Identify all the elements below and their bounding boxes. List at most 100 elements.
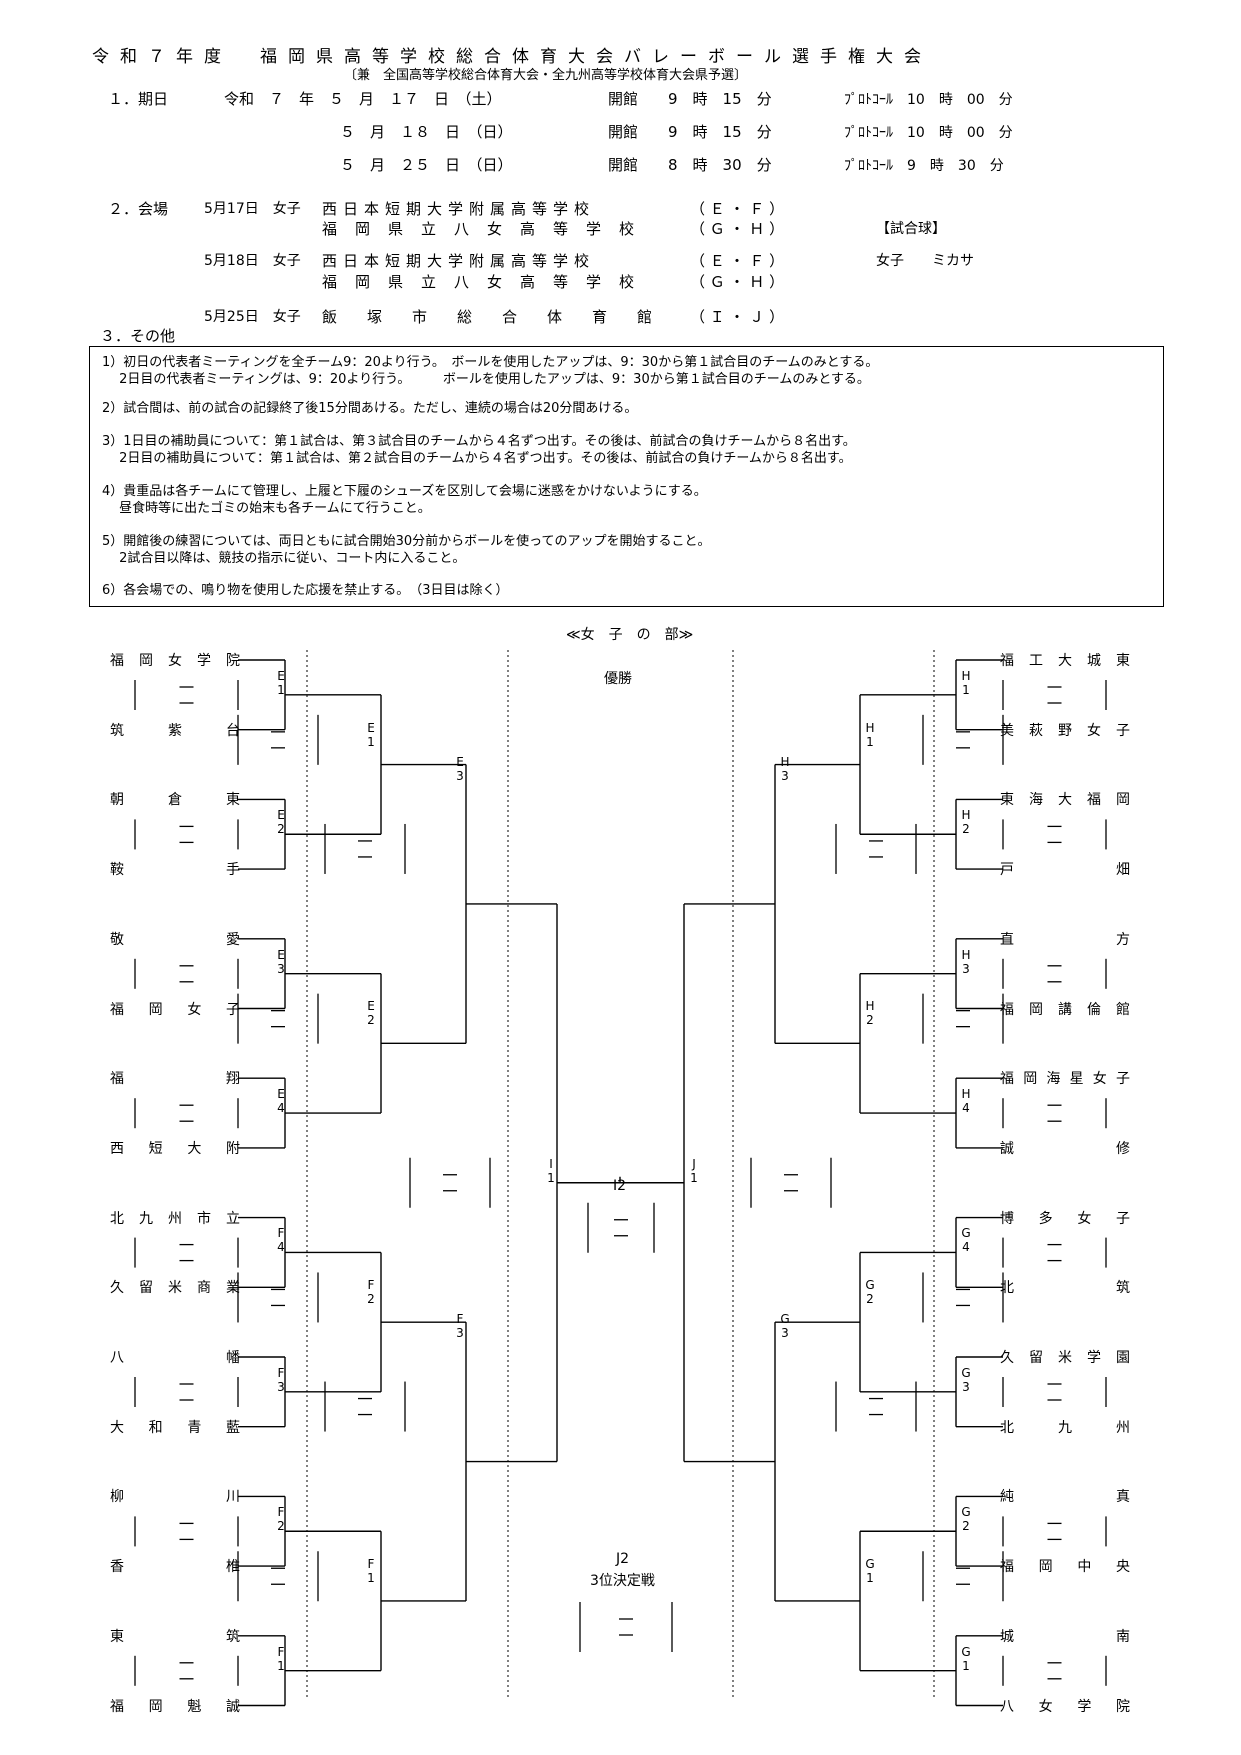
champion-label: 優勝 [604,671,632,687]
left-team-5: 敬愛 [110,931,240,948]
schedule-date-2: ５ 月 １８ 日 （日） [340,123,513,141]
schedule-open-3: 開館 8 時 30 分 [608,156,772,174]
venue-place-2: 福岡県立八女高等学校 [322,220,653,238]
right-r1-score-7 [1002,1516,1107,1547]
left-r3-score-1 [324,823,406,874]
left-r1-score-3 [134,958,239,989]
right-r1-score-1 [1002,680,1107,710]
right-r1-score-2 [1002,819,1107,850]
venue-label: ２．会場 [108,200,169,218]
left-team-13: 柳川 [110,1489,240,1506]
final-code-center: I2 [613,1178,627,1194]
page-subtitle: 〔兼 全国高等学校総合体育大会・全九州高等学校体育大会県予選〕 [344,68,748,83]
right-team-16: 八女学院 [1000,1698,1130,1715]
right-r1-score-4 [1002,1098,1107,1129]
note-6: 6）各会場での、鳴り物を使用した応援を禁止する。 （3日目は除く） [102,583,509,598]
right-r1-score-6 [1002,1377,1107,1407]
note-5b: 2試合目以降は、競技の指示に従い、コート内に入ること。 [102,551,466,566]
left-team-15: 東筑 [110,1628,240,1645]
right-r3-score-1 [835,823,917,874]
left-r2-score-4 [237,1551,319,1602]
schedule-label: １．期日 [108,90,169,108]
left-team-16: 福岡魁誠 [110,1698,240,1715]
venue-courts-3: （ Ｅ ・ Ｆ ） [690,252,785,270]
schedule-date-3: ５ 月 ２５ 日 （日） [340,156,513,174]
right-team-5: 直方 [1000,931,1130,948]
ball-brand: 女子 ミカサ [876,253,974,269]
right-semi-score [750,1157,832,1208]
note-4a: 4）貴重品は各チームにて管理し、上履と下履のシューズを区別して会場に迷惑をかけな… [102,484,707,499]
venue-day-5: 5月25日 女子 [204,309,301,325]
right-team-3: 東海大福岡 [1000,792,1130,809]
other-label: ３．その他 [100,327,176,345]
right-team-9: 博多女子 [1000,1210,1130,1227]
schedule-protocol-1: ﾌﾟﾛﾄｺｰﾙ 10 時 00 分 [844,92,1013,108]
note-3b: 2日目の補助員について：第１試合は、第２試合目のチームから４名ずつ出す。その後は… [102,451,852,466]
right-r2-score-4 [922,1551,1004,1602]
third-place-score [579,1602,673,1652]
left-team-7: 福翔 [110,1071,240,1088]
note-5a: 5）開館後の練習については、両日ともに試合開始30分前からボールを使ってのアップ… [102,534,711,549]
third-place-code: J2 [616,1551,630,1567]
left-r1-score-8 [134,1655,239,1686]
left-r1-score-1 [134,680,239,710]
left-r2-score-2 [237,993,319,1044]
right-team-12: 北九州 [1000,1419,1130,1436]
page-title: 令和７年度 福岡県高等学校総合体育大会バレーボール選手権大会 [92,47,932,67]
left-r1-score-7 [134,1516,239,1547]
venue-place-1: 西日本短期大学附属高等学校 [322,200,596,218]
right-r1-score-8 [1002,1655,1107,1686]
right-team-7: 福岡海星女子 [1000,1071,1130,1088]
right-r2-score-3 [922,1272,1004,1323]
right-team-1: 福工大城東 [1000,653,1130,669]
right-team-6: 福岡講倫館 [1000,1001,1130,1018]
venue-courts-5: （ Ｉ ・ Ｊ ） [690,308,785,326]
note-4b: 昼食時等に出たゴミの始末も各チームにて行うこと。 [102,501,431,516]
left-team-4: 鞍手 [110,862,240,879]
right-r2-score-2 [922,993,1004,1044]
venue-courts-4: （ Ｇ ・ Ｈ ） [690,273,785,291]
note-1a: 1）初日の代表者ミーティングを全チーム9：20より行う。 ボールを使用したアップ… [102,355,879,370]
note-2: 2）試合間は、前の試合の記録終了後15分間あける。ただし、連続の場合は20分間あ… [102,401,638,416]
left-team-10: 久留米商業 [110,1280,240,1297]
note-3a: 3）1日目の補助員について：第１試合は、第３試合目のチームから４名ずつ出す。その… [102,434,856,449]
right-team-14: 福岡中央 [1000,1559,1130,1576]
left-r1-score-5 [134,1237,239,1268]
left-team-1: 福岡女学院 [110,653,240,669]
left-semi-score [409,1157,491,1208]
venue-courts-2: （ Ｇ ・ Ｈ ） [690,220,785,238]
right-r2-score-1 [922,714,1004,765]
left-team-14: 香椎 [110,1559,240,1576]
left-team-6: 福岡女子 [110,1001,240,1018]
venue-place-3: 西日本短期大学附属高等学校 [322,252,596,270]
left-r1-score-2 [134,819,239,850]
venue-place-5: 飯塚市総合体育館 [322,308,683,326]
ball-label: 【試合球】 [876,221,946,237]
final-score [587,1202,655,1253]
venue-day-3: 5月18日 女子 [204,253,301,269]
